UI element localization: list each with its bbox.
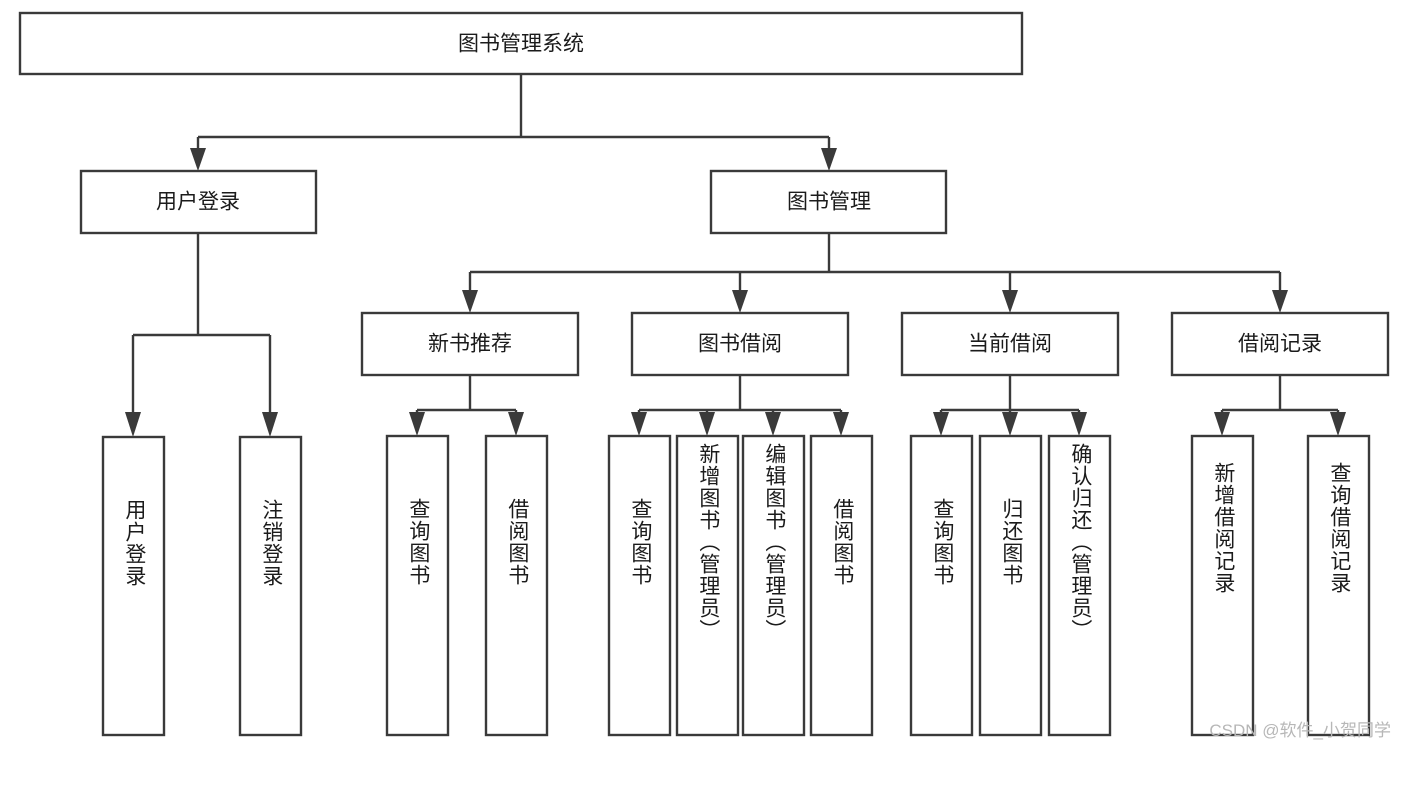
node-label: 图书管理 <box>787 191 871 214</box>
connector-bookmgmt-to-level3 <box>462 233 1288 313</box>
connector-root-to-level2 <box>190 75 837 171</box>
connector-currentborrow-to-leaves <box>933 375 1087 436</box>
arrow-head-icon <box>699 412 715 436</box>
arrow-head-icon <box>1330 412 1346 436</box>
arrow-head-icon <box>1071 412 1087 436</box>
leaf-box-query-book-2[interactable] <box>607 434 672 737</box>
arrow-head-icon <box>125 412 141 437</box>
leaf-box-user-login[interactable] <box>101 435 166 737</box>
node-label: 借阅记录 <box>1238 333 1322 356</box>
leaf-box-borrow-book-1[interactable] <box>484 434 549 737</box>
arrow-head-icon <box>732 290 748 313</box>
node-box-shape <box>360 311 580 377</box>
node-box-shape <box>18 11 1024 76</box>
leaf-box-query-book-1[interactable] <box>385 434 450 737</box>
arrow-head-icon <box>631 412 647 436</box>
leaf-box-logout[interactable] <box>238 435 303 737</box>
leaf-box-confirm-return-admin[interactable] <box>1047 434 1112 737</box>
arrow-head-icon <box>1214 412 1230 436</box>
node-box-shape <box>630 311 850 377</box>
node-box-shape <box>1170 311 1390 377</box>
arrow-head-icon <box>1002 290 1018 313</box>
leaf-box-return-book[interactable] <box>978 434 1043 737</box>
node-label: 用户登录 <box>156 191 240 214</box>
arrow-head-icon <box>1002 412 1018 436</box>
leaf-box-edit-book-admin[interactable] <box>741 434 806 737</box>
arrow-head-icon <box>833 412 849 436</box>
arrow-head-icon <box>821 148 837 171</box>
arrow-head-icon <box>933 412 949 436</box>
connector-userlogin-to-leaves <box>125 233 278 437</box>
connector-borrowrecord-to-leaves <box>1214 375 1346 436</box>
tree-diagram-svg: 图书管理系统 用户登录 图书管理 新书推荐 图书借阅 当前借阅 借阅记录 <box>18 11 1390 737</box>
node-box-shape <box>709 169 948 235</box>
arrow-head-icon <box>262 412 278 437</box>
arrow-head-icon <box>1272 290 1288 313</box>
node-box-shape <box>79 169 318 235</box>
connector-bookborrow-to-leaves <box>631 375 849 436</box>
node-label: 图书管理系统 <box>458 33 584 56</box>
arrow-head-icon <box>508 412 524 436</box>
node-current-borrow[interactable]: 当前借阅 <box>900 311 1120 377</box>
leaf-box-borrow-book-2[interactable] <box>809 434 874 737</box>
node-user-login[interactable]: 用户登录 <box>79 169 318 235</box>
node-root-system[interactable]: 图书管理系统 <box>18 11 1024 76</box>
node-label: 图书借阅 <box>698 333 782 356</box>
node-borrow-record[interactable]: 借阅记录 <box>1170 311 1390 377</box>
node-label: 新书推荐 <box>428 333 512 356</box>
leaf-box-query-book-3[interactable] <box>909 434 974 737</box>
node-new-book-recommend[interactable]: 新书推荐 <box>360 311 580 377</box>
node-book-management[interactable]: 图书管理 <box>709 169 948 235</box>
arrow-head-icon <box>765 412 781 436</box>
arrow-head-icon <box>462 290 478 313</box>
leaf-box-add-borrow-record[interactable] <box>1190 434 1255 737</box>
arrow-head-icon <box>409 412 425 436</box>
connector-newbook-to-leaves <box>409 375 524 436</box>
arrow-head-icon <box>190 148 206 171</box>
diagram-canvas: 图书管理系统 用户登录 图书管理 新书推荐 图书借阅 当前借阅 借阅记录 <box>18 11 1391 740</box>
leaf-box-add-book-admin[interactable] <box>675 434 740 737</box>
node-label: 当前借阅 <box>968 333 1052 356</box>
node-box-shape <box>900 311 1120 377</box>
leaf-box-query-borrow-record[interactable] <box>1306 434 1371 737</box>
node-book-borrow[interactable]: 图书借阅 <box>630 311 850 377</box>
